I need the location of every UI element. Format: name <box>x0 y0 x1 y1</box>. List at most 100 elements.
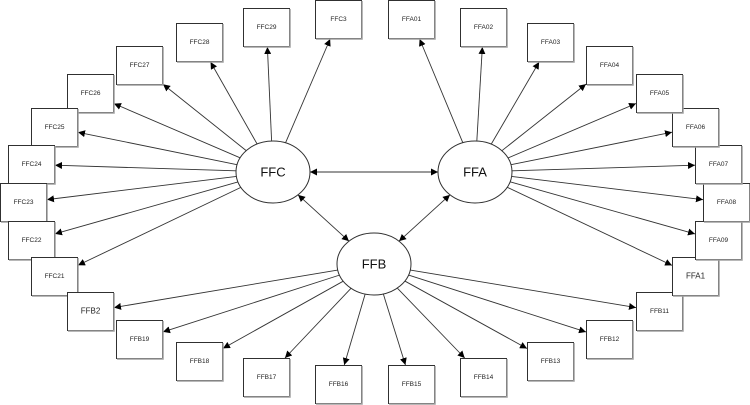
node-box-ffc22[interactable]: FFC22 <box>8 221 56 261</box>
node-label: FFC29 <box>257 24 277 31</box>
node-box-shadow <box>389 366 436 405</box>
node-box-shadow <box>177 24 224 63</box>
spoke-ffc-to-ffc3 <box>285 38 331 144</box>
node-box-ffb17[interactable]: FFB17 <box>243 358 291 398</box>
hub-ellipse <box>437 140 513 204</box>
hub-node-ffa[interactable]: FFA <box>437 140 513 204</box>
hub-node-ffb[interactable]: FFB <box>336 232 412 296</box>
node-label: FFB16 <box>329 381 349 388</box>
hub-label: FFA <box>463 164 487 179</box>
node-box-shadow <box>461 359 508 398</box>
hub-label: FFB <box>362 256 387 271</box>
spoke-ffa-to-ffa04 <box>501 83 587 152</box>
node-box-frame <box>315 365 362 404</box>
spoke-ffc-to-ffc28 <box>210 61 258 145</box>
node-box-ffc3[interactable]: FFC3 <box>315 0 363 40</box>
node-box-ffc29[interactable]: FFC29 <box>243 8 291 48</box>
node-box-ffc23[interactable]: FFC23 <box>0 183 48 223</box>
node-box-ffc26[interactable]: FFC26 <box>67 74 115 114</box>
node-box-ffb2[interactable]: FFB2 <box>67 292 115 332</box>
node-box-shadow <box>696 222 743 261</box>
node-box-frame <box>8 221 55 260</box>
spoke-ffb-to-ffb19 <box>162 274 340 334</box>
node-box-shadow <box>587 321 634 360</box>
node-box-ffc25[interactable]: FFC25 <box>31 108 79 148</box>
spoke-ffb-to-ffb12 <box>408 274 587 334</box>
node-box-ffa01[interactable]: FFA01 <box>388 0 436 40</box>
node-box-shadow <box>316 366 363 405</box>
node-box-shadow <box>528 343 575 382</box>
node-box-ffa02[interactable]: FFA02 <box>460 8 508 48</box>
node-box-ffb11[interactable]: FFB11 <box>636 292 684 332</box>
node-box-ffc28[interactable]: FFC28 <box>176 23 224 63</box>
spoke-ffb-to-ffb17 <box>284 287 352 359</box>
edges <box>46 38 704 366</box>
node-box-shadow <box>177 343 224 382</box>
node-box-ffa07[interactable]: FFA07 <box>695 145 743 185</box>
node-label: FFA1 <box>686 272 706 281</box>
node-box-ffb14[interactable]: FFB14 <box>460 358 508 398</box>
node-label: FFA09 <box>709 237 729 244</box>
node-box-frame <box>695 145 742 184</box>
node-box-shadow <box>637 75 684 114</box>
spoke-ffc-to-ffc29 <box>264 46 273 142</box>
spoke-ffb-to-ffb15 <box>382 293 407 366</box>
node-box-ffa04[interactable]: FFA04 <box>586 46 634 86</box>
node-box-shadow <box>637 293 684 332</box>
node-label: FFB19 <box>130 336 150 343</box>
spoke-ffa-to-ffa07 <box>511 161 696 172</box>
node-box-ffa1[interactable]: FFA1 <box>672 257 720 297</box>
node-box-ffc24[interactable]: FFC24 <box>8 145 56 185</box>
node-box-ffc27[interactable]: FFC27 <box>116 46 164 86</box>
hub-label: FFC <box>260 164 285 179</box>
node-box-frame <box>8 145 55 184</box>
spoke-ffa-to-ffa09 <box>509 181 696 236</box>
spoke-ffa-to-ffa03 <box>490 61 540 145</box>
node-box-shadow <box>461 9 508 48</box>
node-box-ffb16[interactable]: FFB16 <box>315 365 363 405</box>
node-box-ffb13[interactable]: FFB13 <box>527 342 575 382</box>
spoke-ffc-to-ffc24 <box>54 161 237 172</box>
spoke-ffa-to-ffa06 <box>510 130 673 166</box>
node-label: FFC25 <box>45 124 65 131</box>
node-box-shadow <box>704 184 750 223</box>
node-box-frame <box>67 292 114 331</box>
node-box-ffb15[interactable]: FFB15 <box>388 365 436 405</box>
node-label: FFB13 <box>541 358 561 365</box>
node-box-ffb18[interactable]: FFB18 <box>176 342 224 382</box>
node-label: FFB12 <box>600 336 620 343</box>
hub-node-ffc[interactable]: FFC <box>235 140 311 204</box>
node-box-shadow <box>673 109 720 148</box>
node-label: FFA01 <box>402 16 422 23</box>
node-box-frame <box>460 8 507 47</box>
node-box-shadow <box>117 321 164 360</box>
spoke-ffb-to-ffb13 <box>404 280 528 349</box>
node-label: FFC23 <box>14 199 34 206</box>
node-box-ffa09[interactable]: FFA09 <box>695 221 743 261</box>
node-box-shadow <box>389 1 436 40</box>
node-box-ffa08[interactable]: FFA08 <box>703 183 750 223</box>
node-box-ffc21[interactable]: FFC21 <box>31 257 79 297</box>
spoke-ffc-to-ffc25 <box>77 130 238 166</box>
node-box-ffa06[interactable]: FFA06 <box>672 108 720 148</box>
node-box-shadow <box>68 293 115 332</box>
node-label: FFA06 <box>686 124 706 131</box>
node-box-shadow <box>244 359 291 398</box>
node-box-ffa03[interactable]: FFA03 <box>527 23 575 63</box>
node-box-ffb12[interactable]: FFB12 <box>586 320 634 360</box>
spoke-ffc-to-ffc22 <box>54 181 239 236</box>
node-box-frame <box>586 320 633 359</box>
node-box-ffb19[interactable]: FFB19 <box>116 320 164 360</box>
node-label: FFA08 <box>717 199 737 206</box>
node-label: FFC3 <box>330 16 347 23</box>
node-box-shadow <box>696 146 743 185</box>
node-label: FFB11 <box>650 308 669 315</box>
node-box-shadow <box>68 75 115 114</box>
node-box-ffa05[interactable]: FFA05 <box>636 74 684 114</box>
spoke-ffc-to-ffc26 <box>113 103 241 159</box>
node-label: FFA05 <box>650 90 670 97</box>
node-label: FFB18 <box>190 358 210 365</box>
node-label: FFB17 <box>257 374 277 381</box>
node-box-shadow <box>673 258 720 297</box>
